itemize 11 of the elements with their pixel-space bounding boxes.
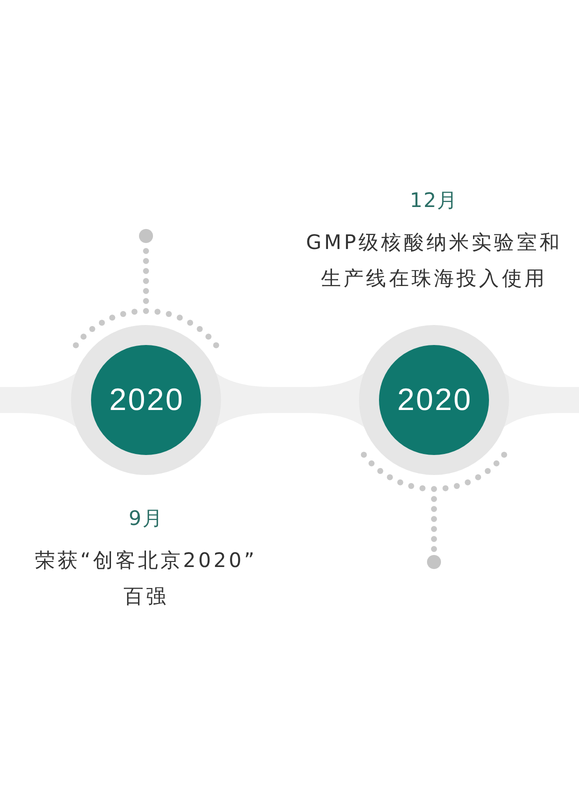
timeline-band bbox=[0, 373, 76, 427]
month-label: 12月 bbox=[410, 188, 458, 212]
timeline-dot bbox=[139, 229, 153, 243]
month-label: 9月 bbox=[128, 506, 164, 530]
year-label: 2020 bbox=[108, 383, 184, 417]
timeline-dot bbox=[427, 555, 441, 569]
timeline-band bbox=[216, 373, 364, 427]
year-label: 2020 bbox=[396, 383, 472, 417]
timeline-band bbox=[504, 373, 579, 427]
event-description: GMP级核酸纳米实验室和生产线在珠海投入使用 bbox=[304, 229, 563, 292]
event-description: 荣获“创客北京2020”百强 bbox=[34, 547, 258, 610]
